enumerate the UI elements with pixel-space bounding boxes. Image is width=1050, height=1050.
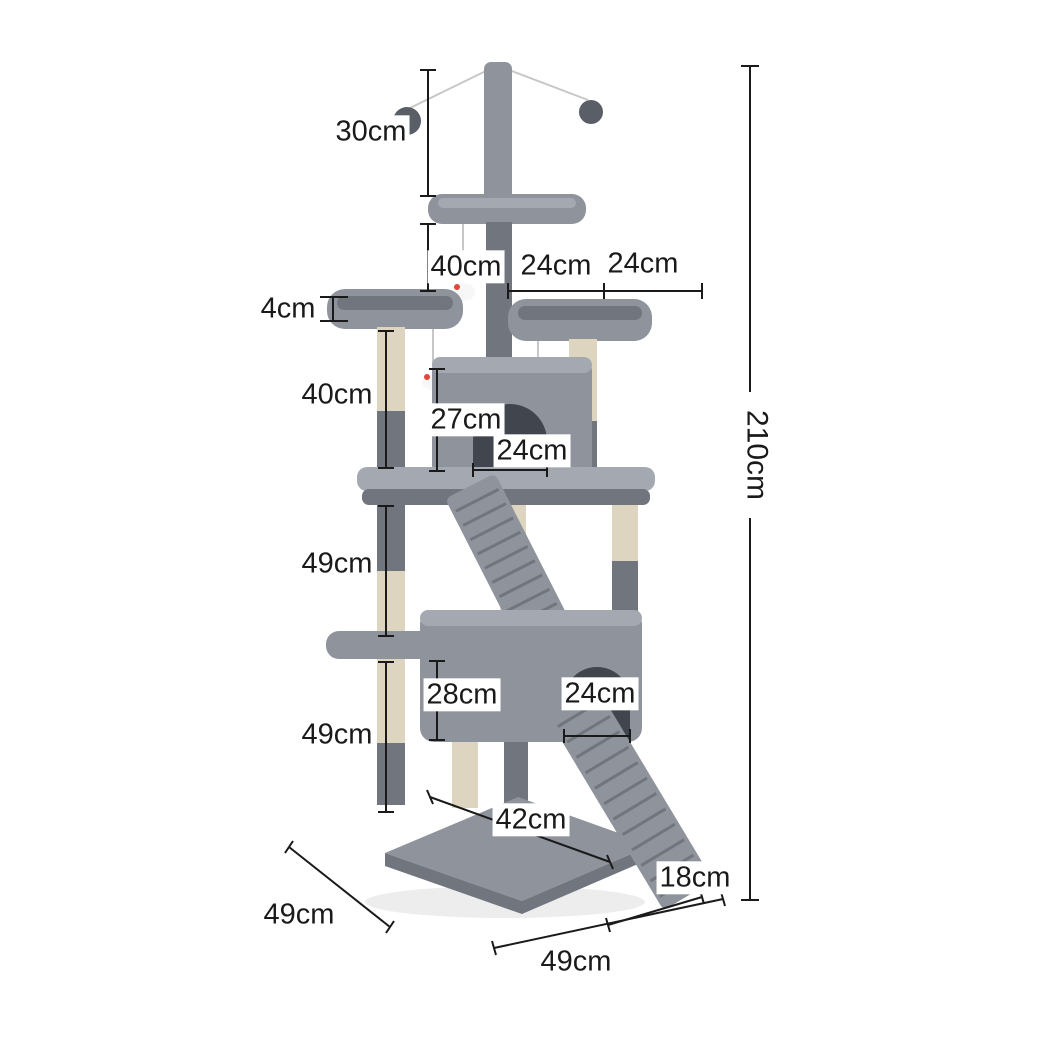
- dim-label-lower-condo-opening: 24cm: [561, 677, 639, 711]
- dim-line-mid-section: [378, 505, 394, 637]
- lower-left-post-plush: [377, 743, 405, 805]
- dim-line-shelf-thickness: [320, 296, 348, 322]
- middle-platform-top: [357, 467, 655, 491]
- dim-label-upper-condo-opening: 24cm: [493, 434, 571, 468]
- dim-label-mid-section-height: 49cm: [298, 547, 376, 581]
- base-post-plush: [504, 742, 528, 804]
- dim-label-shelf-thickness: 4cm: [257, 292, 319, 326]
- dim-label-top-to-shelf-height: 40cm: [427, 250, 505, 284]
- left-shelf-recess: [337, 296, 453, 310]
- mid-left-post-sisal: [377, 571, 405, 633]
- mid-right-post-sisal: [612, 505, 638, 561]
- dim-label-ramp-width: 18cm: [656, 861, 734, 895]
- lower-left-post-sisal: [377, 659, 405, 743]
- dim-label-upper-condo-height: 27cm: [427, 403, 505, 437]
- dim-line-lower-section: [378, 661, 394, 813]
- dim-label-total-height: 210cm: [738, 406, 774, 504]
- upper-condo-roof: [432, 357, 592, 373]
- base-board-edge-right: [522, 845, 652, 914]
- dim-line-top-post: [420, 69, 436, 197]
- dimension-lines: [284, 65, 759, 956]
- toy-string-left: [409, 67, 493, 109]
- dim-label-top-post-height: 30cm: [332, 115, 410, 149]
- dim-label-shelf-post-height: 40cm: [298, 378, 376, 412]
- dim-line-shelf-post: [378, 330, 394, 469]
- small-platform: [326, 631, 434, 659]
- dim-label-lower-section-height: 49cm: [298, 718, 376, 752]
- base-post-sisal: [452, 742, 478, 808]
- base-board-top: [385, 797, 652, 901]
- dim-label-top-platform-width: 24cm: [517, 249, 595, 283]
- right-shelf-recess: [518, 306, 642, 320]
- dim-line-platform-widths: [507, 283, 703, 299]
- toy-mouse-2-ear: [424, 374, 430, 380]
- base-board-edge-left: [385, 853, 522, 914]
- cat-tree-illustration: [326, 62, 712, 918]
- dim-line-lower-condo-opening: [563, 729, 631, 743]
- left-shelf-post-sisal: [377, 327, 405, 411]
- mid-left-post-plush: [377, 505, 405, 571]
- dim-label-lower-condo-height: 28cm: [423, 678, 501, 712]
- dim-line-total-height: [741, 65, 759, 901]
- dim-line-base-side-depth: [284, 840, 395, 934]
- mid-right-post-plush: [612, 561, 638, 613]
- dim-label-base-side-depth: 49cm: [260, 898, 338, 932]
- toy-mouse-1-ear: [454, 284, 460, 290]
- toy-ball-right: [579, 100, 603, 124]
- toy-string-right: [503, 67, 589, 101]
- dim-label-base-front-width: 49cm: [537, 945, 615, 979]
- left-shelf-post-plush: [377, 411, 405, 469]
- dim-label-base-top-depth: 42cm: [492, 803, 570, 837]
- top-post: [484, 62, 512, 224]
- dim-label-side-platform-width: 24cm: [604, 247, 682, 281]
- lower-condo-roof: [420, 610, 642, 626]
- top-platform-recess: [438, 198, 576, 208]
